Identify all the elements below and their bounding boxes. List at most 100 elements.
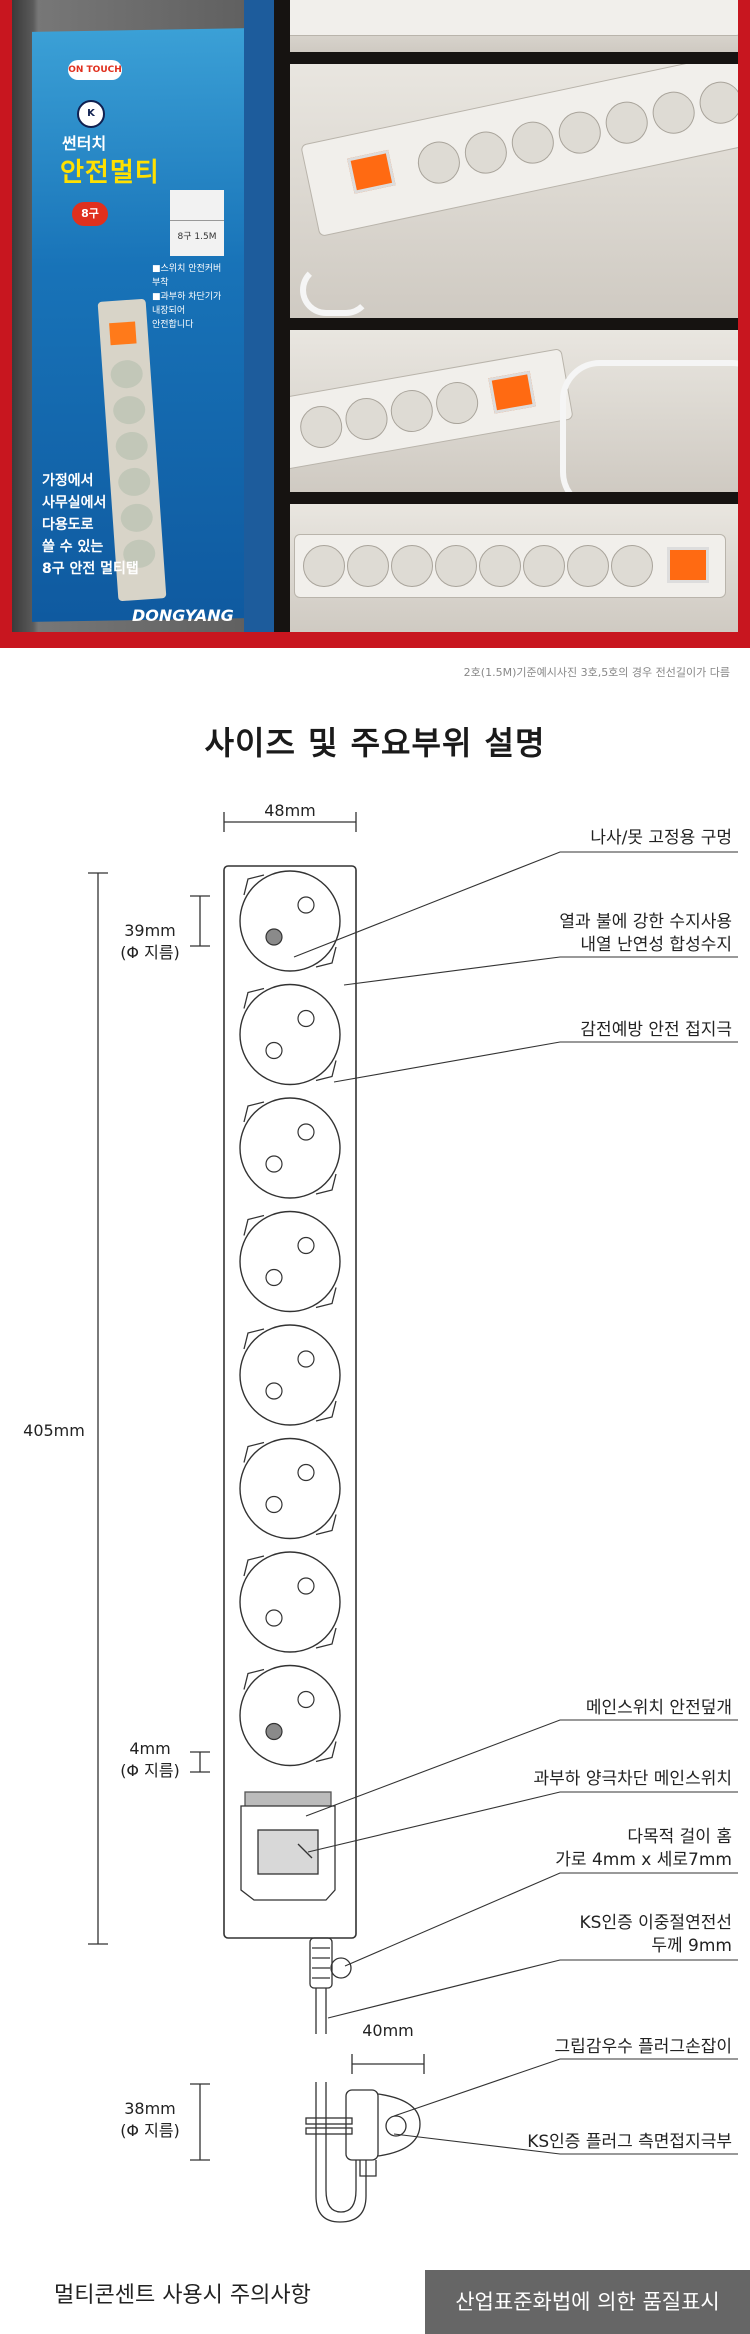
usage-caution-heading: 멀티콘센트 사용시 주의사항 (54, 2283, 311, 2308)
socket-icon (239, 1437, 341, 1540)
hook-label-line1: 다목적 걸이 홈 (627, 1827, 732, 1847)
switch-illustration (667, 547, 709, 583)
plug-cord (325, 2082, 357, 2213)
socket-illustration (567, 545, 609, 587)
leader-lines (293, 851, 738, 2155)
box-spec-text: 8구 1.5M (177, 232, 217, 242)
pin-size-label: 4mm (Φ 지름) (110, 1738, 190, 1782)
box-feature-line: 부착 (152, 278, 169, 288)
main-switch-label: 과부하 양극차단 메인스위치 (533, 1769, 733, 1789)
box-features: ■스위치 안전커버 부착 ■과부하 차단기가 내장되어 안전합니다 (152, 262, 221, 332)
main-switch-mark (297, 1843, 313, 1859)
socket-icon (239, 870, 341, 972)
socket-icon (239, 1324, 341, 1426)
plug-size-value: 38mm (124, 2099, 176, 2118)
box-bottom-line: 쓸 수 있는 (42, 539, 104, 555)
product-photo-panel: ON TOUCH K 썬터치 안전멀티 8구 8구 1.5M ■스위치 안전커버… (0, 0, 750, 648)
socket-group (239, 870, 341, 1767)
strip-photo-front (290, 504, 738, 632)
box-spec-label: 8구 1.5M (170, 190, 224, 256)
plug-head (377, 2093, 421, 2157)
resin-label-line1: 열과 불에 강한 수지사용 (559, 912, 732, 932)
box-bottom-line: 8구 안전 멀티탭 (42, 561, 139, 577)
box-bottom-line: 가정에서 (42, 473, 94, 489)
box-feature-line: ■스위치 안전커버 (152, 264, 222, 274)
plug-ground-icon (385, 2115, 407, 2137)
cord-illustration (560, 360, 738, 492)
plug-ground-label: KS인증 플러그 측면접지극부 (527, 2132, 732, 2152)
socket-icon (239, 1551, 341, 1653)
power-strip (294, 534, 726, 598)
leader-screw-hole (293, 851, 738, 958)
leader-main-switch (307, 1791, 738, 1853)
leader-switch-cover (305, 1719, 738, 1817)
box-feature-line: ■과부하 차단기가 (152, 292, 222, 302)
box-brand-logo: DONGYANG (132, 606, 234, 625)
ground-label: 감전예방 안전 접지극 (580, 1020, 732, 1040)
leader-hook (344, 1872, 738, 1967)
strip-photo-angled (290, 64, 738, 318)
plug-band (305, 2127, 353, 2135)
leader-ground (333, 1041, 738, 1083)
socket-illustration (611, 545, 653, 587)
grip-label: 그립감우수 플러그손잡이 (554, 2037, 732, 2057)
box-title-line2: 안전멀티 (60, 158, 160, 188)
width-dimension-label: 48mm (264, 801, 316, 820)
product-box-photo: ON TOUCH K 썬터치 안전멀티 8구 8구 1.5M ■스위치 안전커버… (12, 0, 274, 632)
box-bottom-line: 사무실에서 (42, 495, 107, 511)
pin-size-value: 4mm (129, 1739, 171, 1758)
socket-illustration (303, 545, 345, 587)
plug-pins (359, 2160, 377, 2177)
ks-mark-icon: K (77, 100, 105, 128)
socket-illustration (391, 545, 433, 587)
socket-icon (239, 1664, 341, 1767)
power-strip-outline (223, 865, 357, 1939)
socket-illustration (479, 545, 521, 587)
plug-size-label: 38mm (Φ 지름) (110, 2098, 190, 2142)
socket-illustration (347, 545, 389, 587)
leader-plug-ground (393, 2133, 738, 2155)
socket-size-value: 39mm (124, 921, 176, 940)
power-strip (290, 0, 738, 36)
pin-size-sub: (Φ 지름) (120, 1761, 180, 1780)
socket-illustration (435, 545, 477, 587)
box-bottom-line: 다용도로 (42, 517, 94, 533)
box-bottom-copy: 가정에서 사무실에서 다용도로 쓸 수 있는 8구 안전 멀티탭 (42, 470, 139, 580)
cable-label-line1: KS인증 이중절연전선 (579, 1913, 732, 1933)
total-length-label: 405mm (23, 1421, 85, 1440)
leader-grip (393, 2058, 738, 2117)
cable-label-line2: 두께 9mm (651, 1936, 732, 1956)
box-logo: ON TOUCH (68, 60, 122, 80)
resin-label-line2: 내열 난연성 합성수지 (580, 935, 732, 955)
screw-hole-label: 나사/못 고정용 구멍 (590, 828, 732, 848)
plug-band (305, 2117, 353, 2125)
socket-size-sub: (Φ 지름) (120, 943, 180, 962)
box-badge: 8구 (72, 202, 108, 226)
plug-grip-icon (345, 2089, 379, 2161)
box-feature-line: 안전합니다 (152, 320, 194, 330)
plug-width-label: 40mm (362, 2021, 414, 2040)
leader-resin (343, 956, 738, 986)
photo-caption: 2호(1.5M)기준예시사진 3호,5호의 경우 전선길이가 다름 (463, 666, 730, 679)
hook-label-line2: 가로 4mm x 세로7mm (555, 1850, 732, 1870)
plug-group (305, 2082, 421, 2223)
leader-cable (327, 1959, 738, 2019)
socket-illustration (523, 545, 565, 587)
quality-label-tab[interactable]: 산업표준화법에 의한 품질표시 (425, 2270, 750, 2334)
socket-icon (239, 1097, 341, 1199)
cord-group (309, 1937, 352, 2034)
socket-size-label: 39mm (Φ 지름) (110, 920, 190, 964)
box-title-line1: 썬터치 (62, 134, 107, 153)
hanging-hole-icon (330, 1957, 352, 1979)
socket-icon (239, 983, 341, 1086)
section-title: 사이즈 및 주요부위 설명 (204, 724, 546, 762)
strip-photo-top (290, 0, 738, 52)
switch-cover-label: 메인스위치 안전덮개 (585, 1698, 732, 1718)
strip-photo-cord (290, 330, 738, 492)
cord-illustration (300, 264, 372, 316)
socket-icon (239, 1210, 341, 1313)
box-side (244, 0, 274, 632)
plug-cord (315, 2082, 367, 2223)
strain-relief (309, 1937, 333, 1989)
